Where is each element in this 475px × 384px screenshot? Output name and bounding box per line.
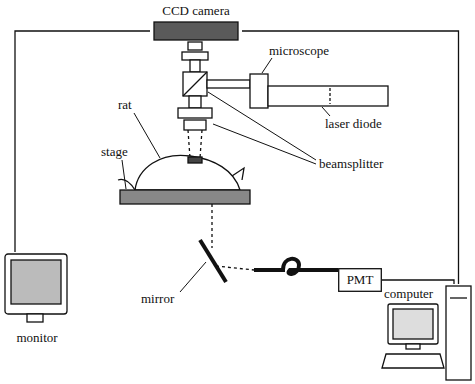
laser-mark [329, 88, 330, 104]
camera-body [154, 22, 238, 40]
monitor-case [5, 254, 67, 314]
part-label: stage [100, 144, 129, 159]
rat-tail [118, 179, 135, 190]
stage-plate [120, 190, 250, 204]
beam-path [188, 130, 190, 158]
optical-fibre [254, 259, 338, 274]
leader-line [213, 124, 316, 164]
mirror-plate [200, 240, 226, 282]
coupling-tube [207, 80, 250, 88]
part-label: mirror [140, 291, 175, 306]
light-path [211, 204, 212, 248]
rat-head [232, 168, 244, 180]
light-path [216, 266, 254, 270]
signal-cable [382, 280, 454, 284]
part-label: microscope [268, 43, 330, 58]
monitor-stand [27, 314, 43, 322]
leader-line [122, 160, 126, 189]
beamsplitter-plane [183, 72, 207, 96]
part-label: rat [117, 97, 133, 112]
leader-line [262, 58, 272, 73]
pmt-box: PMT [338, 268, 382, 292]
rat-body [135, 155, 240, 190]
pmt-outline [339, 269, 382, 292]
ccd-camera: CCD camera [150, 2, 242, 42]
lens-holder [178, 108, 212, 118]
leader-line [322, 107, 330, 116]
keyboard [382, 354, 444, 368]
node-label: monitor [3, 330, 71, 345]
computer-screen [393, 309, 433, 339]
signal-cable [15, 31, 150, 252]
part-label: laser diode [324, 116, 383, 131]
leader-line [180, 262, 206, 292]
computer-stand [406, 344, 420, 349]
leader-line [134, 113, 160, 158]
monitor-screen [11, 260, 61, 304]
beamsplitter-cube [183, 72, 207, 96]
computer-set: computer [384, 284, 473, 382]
node-label: CCD camera [150, 3, 242, 18]
relay-lens [182, 52, 208, 60]
signal-cable [242, 31, 459, 284]
computer-tower [446, 286, 471, 380]
leader-line [208, 92, 316, 160]
part-label: beamsplitter [318, 156, 384, 171]
beam-path [200, 130, 202, 158]
node-label: computer [384, 286, 473, 301]
computer-monitor [388, 304, 438, 344]
monitor-display: monitor [3, 252, 71, 350]
tube [189, 96, 201, 108]
tube [190, 60, 200, 72]
laser-diode-body [268, 86, 388, 106]
cranial-window [188, 157, 202, 163]
microscope-body [250, 74, 268, 108]
camera-adapter [188, 42, 202, 50]
objective [184, 120, 206, 130]
drive-slot [450, 297, 467, 298]
node-label: PMT [344, 272, 376, 287]
